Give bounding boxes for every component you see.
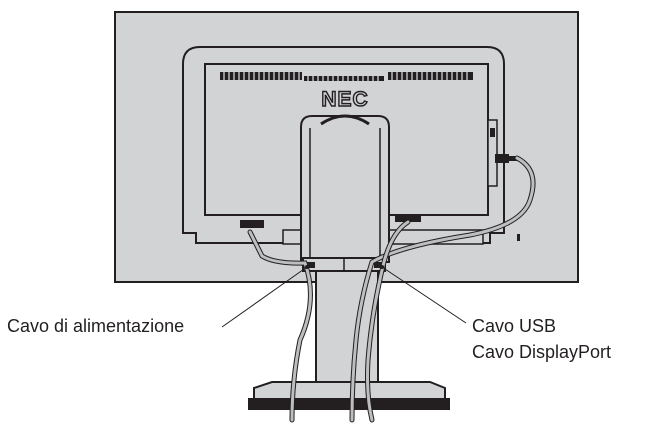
ventilation-grille	[220, 72, 473, 81]
cables	[247, 155, 536, 423]
usb-port	[487, 119, 517, 187]
security-slot	[517, 234, 520, 241]
power-leader-line	[221, 266, 308, 328]
stand-column	[300, 114, 390, 263]
displayport-cable-label: Cavo DisplayPort	[472, 342, 612, 362]
stand-base	[248, 381, 450, 410]
power-cable-label: Cavo di alimentazione	[7, 316, 185, 336]
usb-leader-line	[381, 266, 467, 324]
nec-logo: NEC	[321, 88, 368, 111]
usb-cable-label: Cavo USB	[472, 316, 557, 336]
